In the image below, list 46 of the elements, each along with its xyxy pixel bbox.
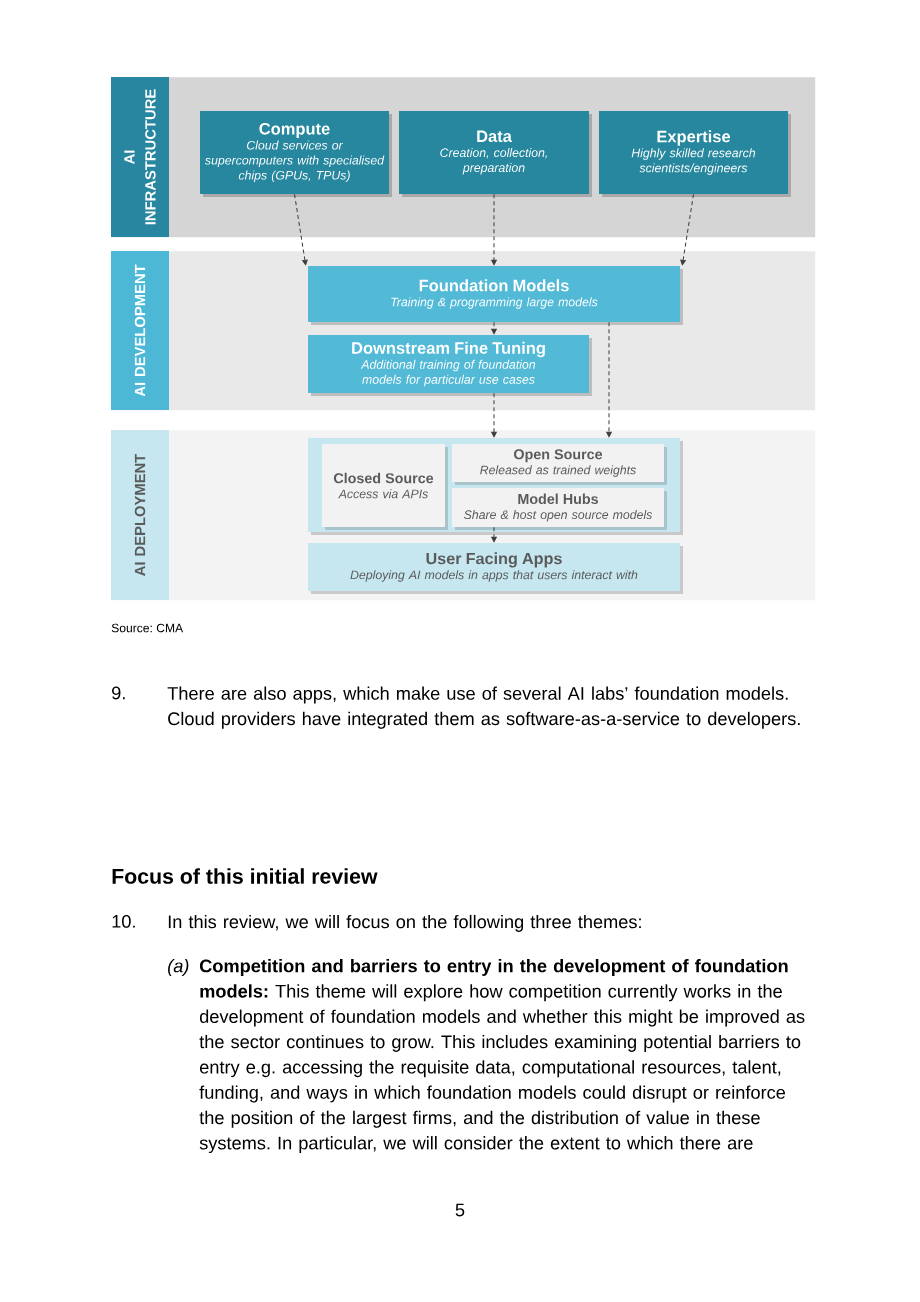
band-label: AI DEPLOYMENT [134,453,146,576]
band-label: AI INFRASTRUCTURE [124,89,156,225]
paragraph: There are also apps, which make use of several AI labs’ foundation models. Cloud providers have integrated them as software-as-a-service to developers. [167,686,800,729]
heading: Data [477,130,512,143]
process-box [452,488,667,530]
description: Creation, collection, preparation [440,148,547,175]
description: Highly skilled research scientists/engineers [631,148,756,175]
arrow [491,193,497,266]
paragraph-number: 10. [112,914,135,928]
process-box [308,543,683,594]
process-box [599,111,791,197]
process-box [308,335,592,396]
heading: Downstream Fine Tuning [352,341,545,358]
page-number: 5 [455,1203,465,1217]
arrow [491,321,497,335]
section-heading: Focus of this initial review [112,868,378,884]
process-box [200,111,392,197]
description: Training & programming large models [391,297,598,309]
paragraph: Competition and barriers to entry in the development of foundation models: This theme will explore how competition currently works in the development of foundation models and whether this might be improved as the sector continues to grow. This includes examining potential barriers to entry e.g. accessing the requisite data, computational resources, talent, funding, and ways in which foundation models could disrupt or reinforce the position of the largest firms, and the distribution of value in these systems. In particular, we will consider the extent to which there are [199,959,805,1154]
heading: Open Source [514,449,603,463]
process-box [308,266,683,325]
source-note: Source: CMA [111,623,184,633]
process-box [322,444,448,530]
description: Cloud services or supercomputers with specialised chips (GPUs, TPUs) [204,140,385,183]
arrow [606,321,612,438]
heading: User Facing Apps [426,552,562,568]
arrow [680,193,694,266]
heading: Expertise [657,130,731,146]
description: Access via APIs [338,489,428,499]
paragraph-number: 9. [112,686,125,700]
list-marker: (a) [168,959,189,976]
arrow [491,526,497,543]
description: Share & host open source models [464,510,653,522]
description: Released as trained weights [480,465,636,477]
process-box [452,444,667,485]
arrow [491,392,497,438]
heading: Model Hubs [518,493,598,505]
process-box [399,111,592,197]
heading: Compute [259,122,330,138]
description: Additional training of foundation models for particular use cases [360,359,536,387]
heading: Foundation Models [419,279,569,292]
heading: Closed Source [333,472,434,484]
band-label: AI DEVELOPMENT [134,264,146,397]
description: Deploying AI models in apps that users interact with [350,570,638,582]
paragraph: In this review, we will focus on the following three themes: [168,914,641,932]
arrow [294,193,308,266]
